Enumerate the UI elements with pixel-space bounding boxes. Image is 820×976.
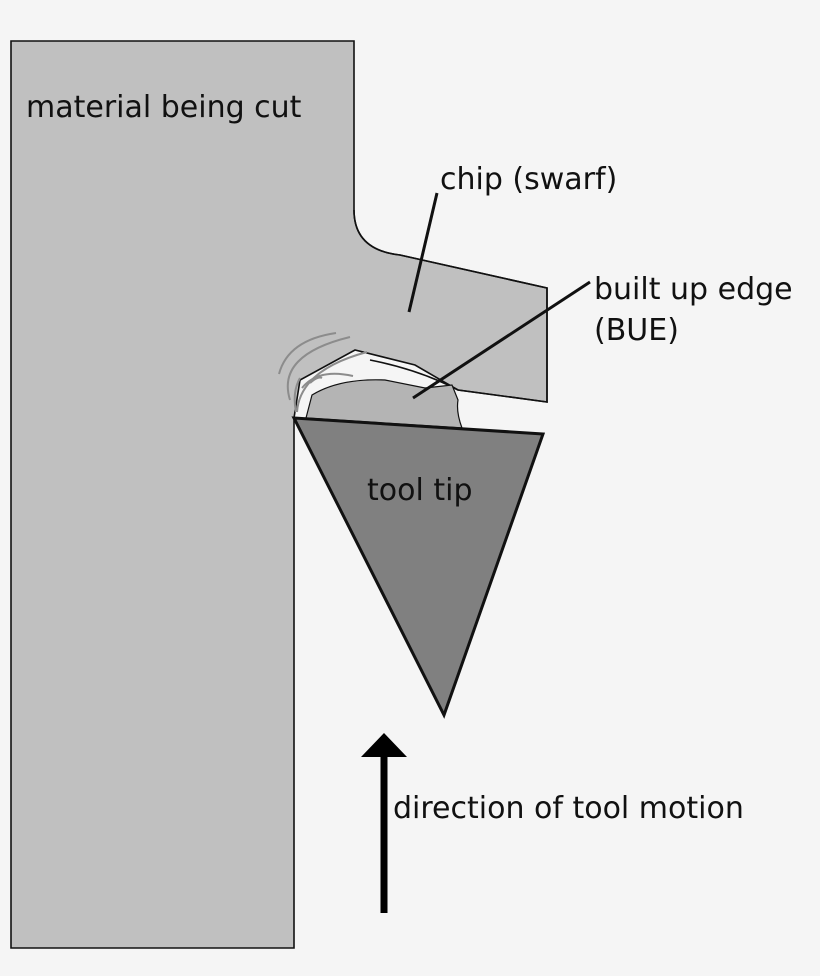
material-label: material being cut bbox=[26, 90, 302, 125]
chip-label: chip (swarf) bbox=[440, 162, 617, 197]
bue-leader-line bbox=[412, 280, 591, 400]
direction-arrow bbox=[361, 733, 407, 913]
chip-swarf bbox=[353, 209, 548, 403]
chip-leader-line bbox=[407, 192, 439, 313]
bue-label-line2: (BUE) bbox=[594, 313, 679, 348]
bue-label-line1: built up edge bbox=[594, 272, 793, 307]
direction-label: direction of tool motion bbox=[393, 791, 744, 826]
stress-lines bbox=[278, 332, 368, 413]
tool-tip-label: tool tip bbox=[367, 473, 472, 508]
tool-tip bbox=[291, 416, 546, 719]
